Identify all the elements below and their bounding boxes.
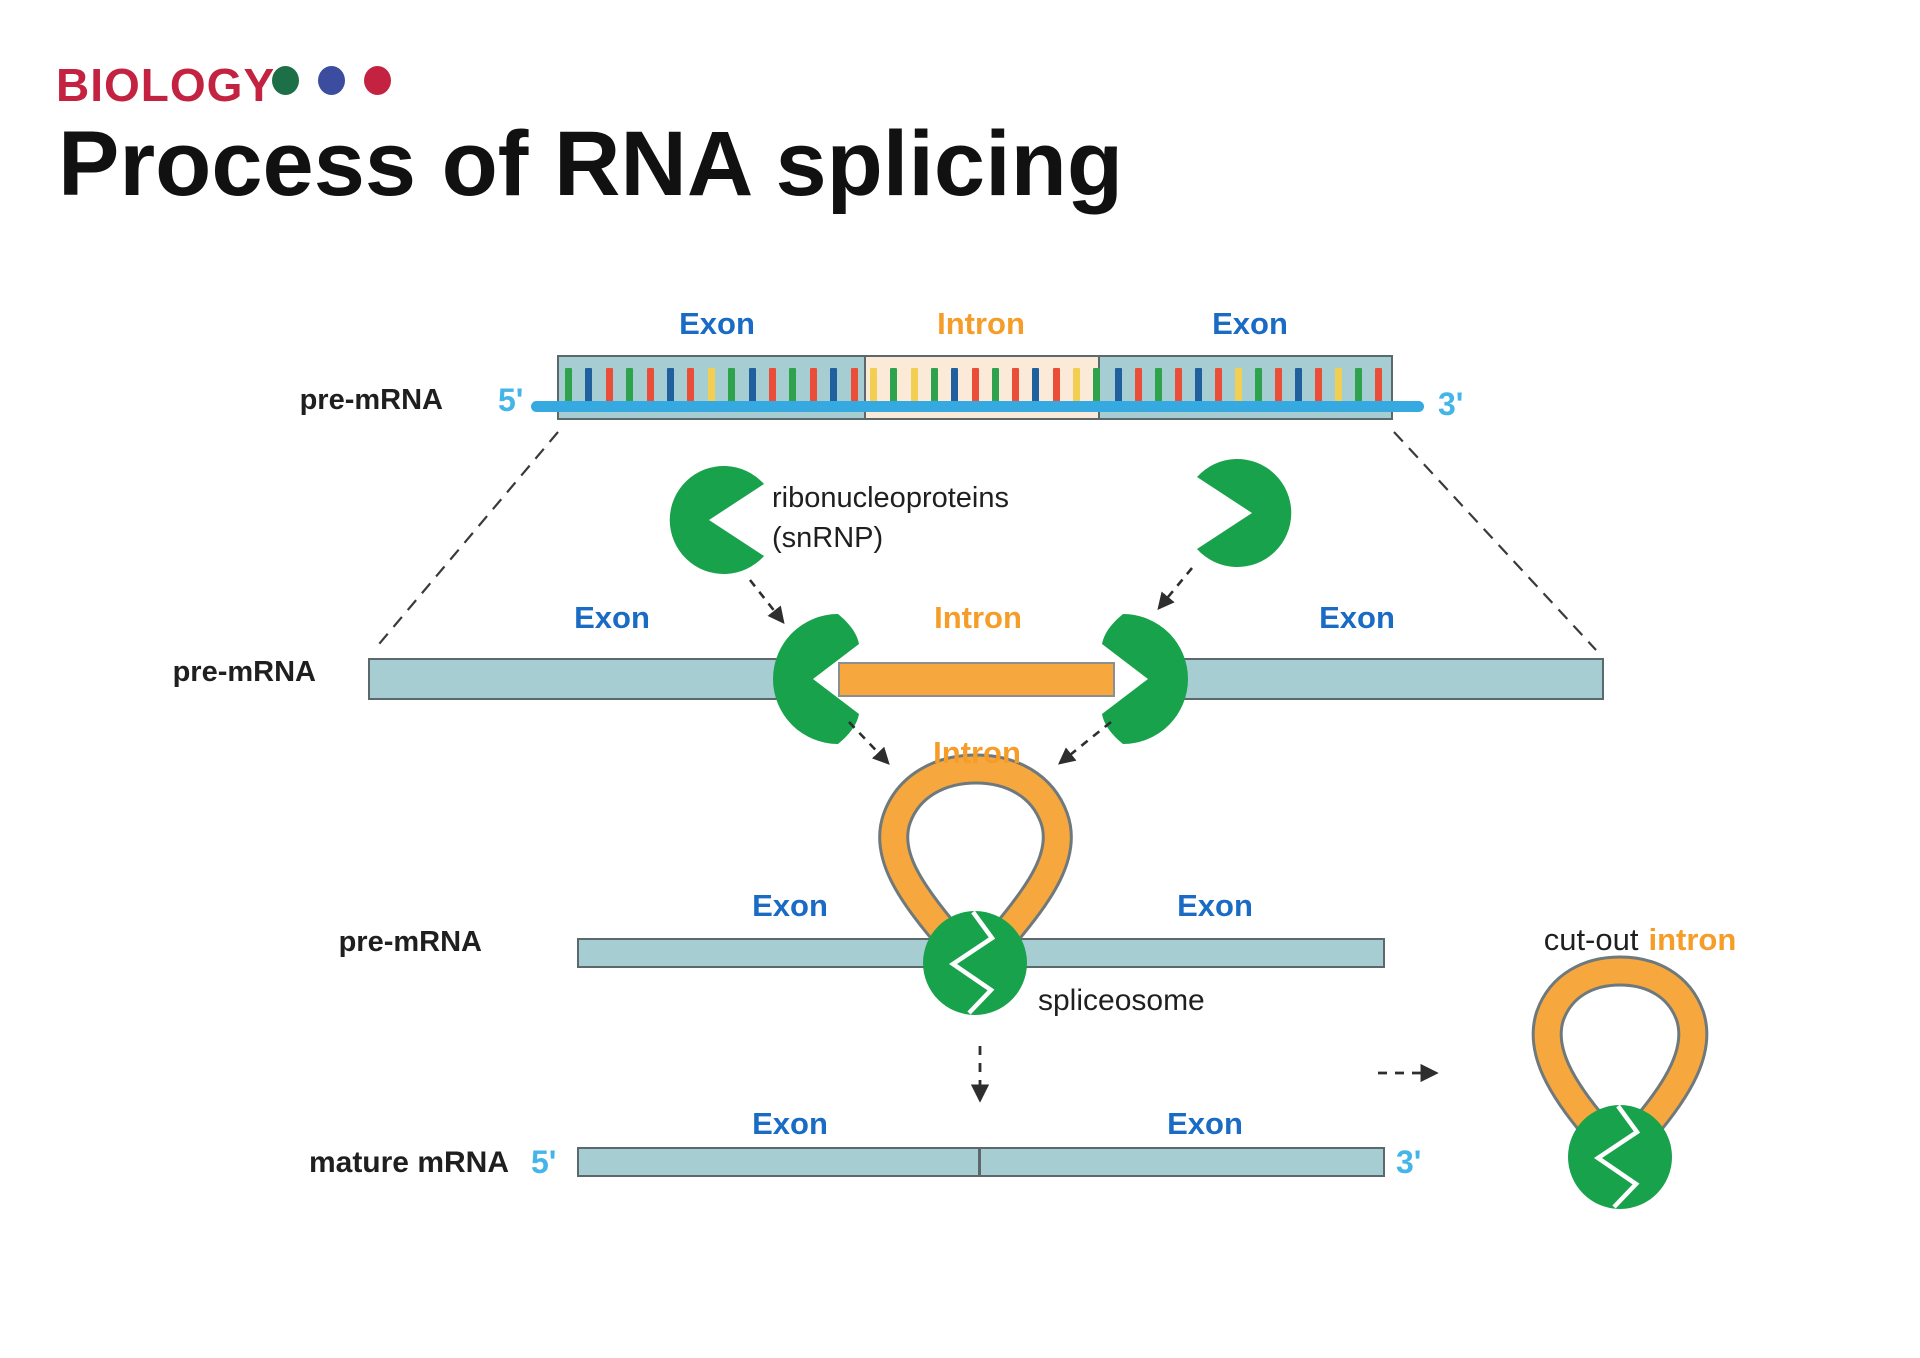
snrnp-left-icon [669,465,764,574]
nucleotide-tick [1093,368,1101,404]
exon-junction-divider [978,1149,981,1175]
nucleotide-tick [910,368,918,404]
brand-dot-green [272,66,299,95]
stage2-exon-2-bar [1160,658,1604,700]
stage3-pre-mrna-label: pre-mRNA [338,926,482,958]
nucleotide-tick [1315,368,1322,404]
nucleotide-tick [1275,368,1282,404]
brand-dot-red [364,66,391,95]
stage2-exon-2-label: Exon [1319,600,1395,635]
cutout-intron-text: intron [1648,922,1737,957]
nucleotide-tick [1335,368,1342,404]
nucleotide-tick [830,368,838,404]
nucleotide-tick [626,368,634,404]
brand-label: BIOLOGY [56,59,276,111]
nucleotide-tick [1255,368,1262,404]
nucleotide-tick [1155,368,1162,404]
nucleotide-tick [890,368,898,404]
intron-loop-outline [878,753,1073,949]
nucleotide-tick [748,368,756,404]
stage2-pre-mrna-label: pre-mRNA [172,656,316,688]
nucleotide-tick [667,368,674,404]
nucleotide-tick [1295,368,1302,404]
nucleotide-tick [809,368,817,404]
stage2-intron-label: Intron [934,600,1022,635]
stage4-three-prime-label: 3' [1396,1144,1422,1180]
nucleotide-tick [1355,368,1362,404]
stage1-pre-mrna-label: pre-mRNA [299,384,443,416]
snrnp-right-arrow [1157,567,1194,610]
nucleotide-tick [1115,368,1122,404]
nucleotide-tick [687,368,695,404]
stage2-exon-1-label: Exon [574,600,650,635]
nucleotide-tick [1135,368,1142,404]
stage2-intron-bar [838,662,1115,697]
stage3-exon-2-label: Exon [1177,888,1253,923]
nucleotide-tick [1052,368,1060,404]
nucleotide-tick [1012,368,1020,404]
loop-converge-arrow-right [1058,720,1112,765]
nucleotide-tick [930,368,938,404]
snrnp-annotation-line2: (snRNP) [772,522,884,554]
loop-converge-arrow-left [848,721,890,765]
nucleotide-tick [991,368,999,404]
cutout-intron-loop-outline [1531,955,1709,1141]
rna-strand-line [531,401,1424,412]
nucleotide-tick [850,368,858,404]
cutout-intron-label: cut-out intron [1544,922,1737,958]
stage1-intron-label: Intron [937,306,1025,341]
cutout-spliceosome-icon [1568,1105,1672,1209]
nucleotide-tick [1073,368,1080,404]
cutout-spliceosome-crack [1593,1104,1641,1209]
nucleotide-tick [1175,368,1182,404]
intron-loop [881,756,1070,947]
mature-mrna-bar [577,1147,1385,1177]
nucleotide-tick [646,368,654,404]
zoom-dashed-line-right [1393,431,1597,651]
snrnp-annotation-line1: ribonucleoproteins [772,482,1009,514]
nucleotide-tick [1195,368,1202,404]
nucleotide-tick [1235,368,1242,404]
snrnp-left-arrow [748,579,785,624]
nucleotide-tick [971,368,979,404]
zoom-dashed-line-left [373,431,559,651]
nucleotide-tick [728,368,736,404]
cutout-intron-loop [1534,958,1706,1139]
nucleotide-tick [605,368,613,404]
stage2-exon-1-bar [368,658,800,700]
stage1-five-prime-label: 5' [498,382,524,418]
nucleotide-tick [565,368,572,404]
stage1-exon-2-label: Exon [1212,306,1288,341]
stage4-five-prime-label: 5' [531,1144,557,1180]
stage4-exon-1-label: Exon [752,1106,828,1141]
nucleotide-tick [1032,368,1040,404]
stage3-exon-1-label: Exon [752,888,828,923]
nucleotide-tick [769,368,776,404]
stage3-intron-label: Intron [933,735,1021,770]
stage4-exon-2-label: Exon [1167,1106,1243,1141]
nucleotide-tick [1215,368,1222,404]
mature-mrna-label: mature mRNA [308,1146,509,1179]
stage1-three-prime-label: 3' [1438,386,1464,422]
nucleotide-tick [951,368,959,404]
stage3-pre-mrna-bar [577,938,1385,968]
stage1-exon-1-label: Exon [679,306,755,341]
nucleotide-tick [870,368,877,404]
nucleotide-tick [789,368,797,404]
nucleotide-tick [585,368,593,404]
nucleotide-tick [707,368,715,404]
cutout-prefix-text: cut-out [1543,922,1639,957]
snrnp-right-icon [1197,459,1292,567]
nucleotide-tick [1375,368,1382,404]
spliceosome-label: spliceosome [1038,984,1205,1017]
brand-dot-blue [318,66,345,95]
page-title: Process of RNA splicing [58,113,1124,215]
